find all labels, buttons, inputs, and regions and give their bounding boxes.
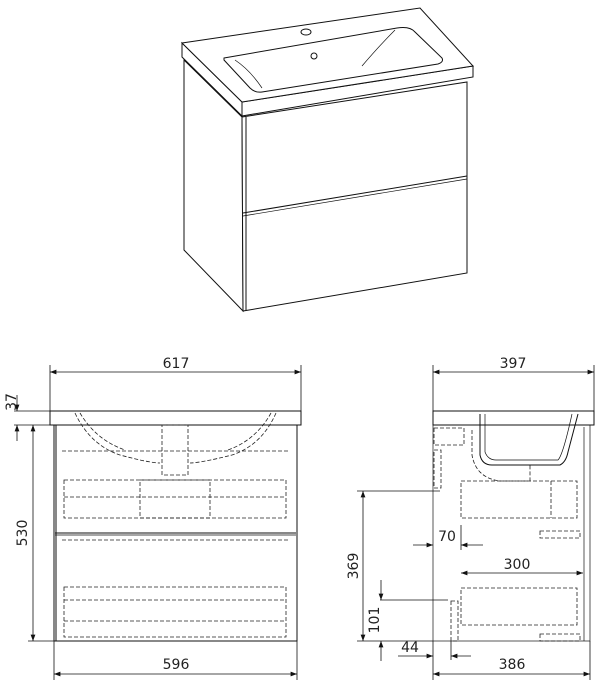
dim-offset-44: 44 — [401, 640, 419, 656]
dim-width-300: 300 — [504, 557, 531, 573]
front-view — [49, 410, 302, 642]
drain-icon — [310, 52, 318, 60]
countertop — [49, 410, 302, 426]
front-dimensions: 617 37 530 596 — [4, 356, 302, 680]
dim-height-101: 101 — [367, 607, 383, 634]
cabinet-front — [241, 81, 468, 312]
cabinet — [432, 424, 591, 642]
dim-offset-70: 70 — [438, 529, 456, 545]
drawer-divider — [242, 175, 468, 214]
side-view — [432, 410, 595, 642]
side-dimensions: 397 369 101 70 300 44 386 — [346, 356, 595, 680]
dim-depth-top: 397 — [500, 356, 527, 372]
dim-width-top: 617 — [163, 356, 190, 372]
dim-top-thickness: 37 — [4, 393, 20, 411]
dim-width-cabinet: 596 — [163, 657, 190, 673]
basin — [223, 27, 443, 93]
dim-cabinet-height: 530 — [15, 520, 31, 547]
dim-depth-cabinet: 386 — [499, 657, 526, 673]
dim-height-369: 369 — [346, 553, 362, 580]
perspective-view — [180, 7, 474, 313]
faucet-hole-icon — [300, 28, 312, 36]
